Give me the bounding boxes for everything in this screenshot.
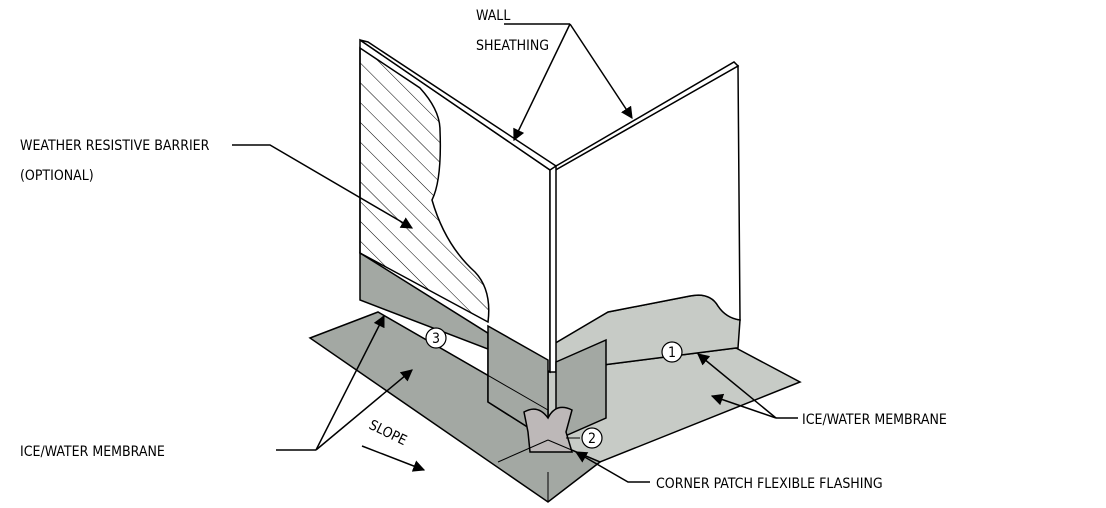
wall-sheathing-label-line2: SHEATHING <box>476 38 549 54</box>
wall-sheathing-label-line1: WALL <box>476 8 510 24</box>
wrb-label-line2: (OPTIONAL) <box>20 168 94 184</box>
marker-3: 3 <box>425 327 447 349</box>
svg-text:2: 2 <box>588 431 596 447</box>
wrb-label-line1: WEATHER RESISTIVE BARRIER <box>20 138 210 154</box>
svg-text:1: 1 <box>668 345 676 361</box>
floor-crease-lines <box>377 311 601 502</box>
svg-text:3: 3 <box>432 331 440 347</box>
corner-patch <box>523 406 574 453</box>
corner-patch-label: CORNER PATCH FLEXIBLE FLASHING <box>656 476 883 492</box>
marker-1: 1 <box>661 341 683 363</box>
right-wall-face <box>551 64 741 347</box>
ice-water-membrane-right-label: ICE/WATER MEMBRANE <box>802 412 947 428</box>
ice-water-membrane-left-label: ICE/WATER MEMBRANE <box>20 444 165 460</box>
weather-resistive-barrier-hatch <box>359 46 490 324</box>
corner-edge <box>549 164 557 373</box>
slope-label: SLOPE <box>366 417 409 449</box>
marker-2: 2 <box>581 427 603 449</box>
leader-lines <box>232 23 798 483</box>
